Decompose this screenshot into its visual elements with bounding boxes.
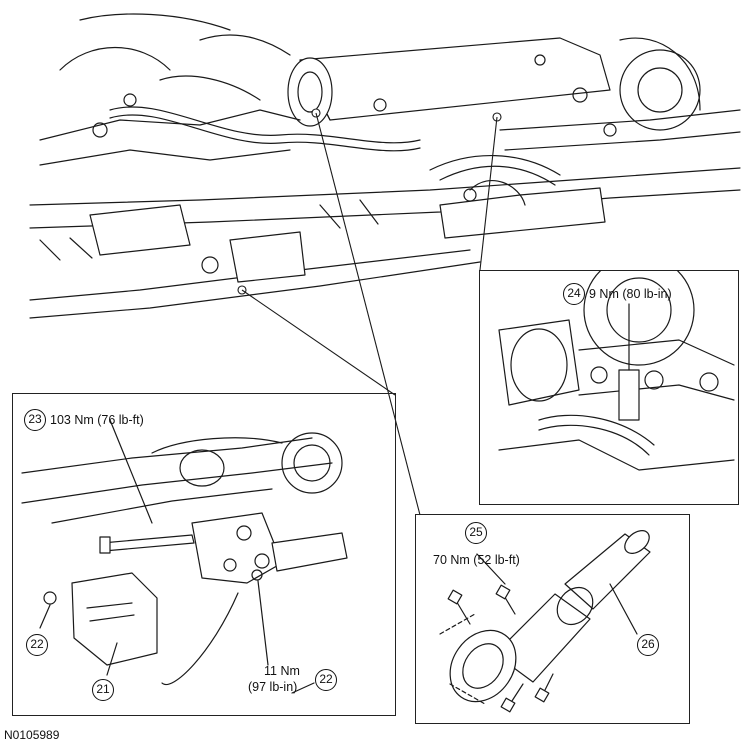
torque-spec-22-line2: (97 lb-in)	[248, 680, 298, 694]
callout-25: 25	[465, 522, 487, 544]
inset-converter-view	[415, 514, 690, 724]
torque-spec-24: 9 Nm (80 lb-in)	[589, 287, 672, 301]
torque-spec-25: 70 Nm (52 lb-ft)	[433, 553, 520, 567]
inset-bracket-drawing	[21, 419, 348, 694]
callout-26: 26	[637, 634, 659, 656]
callout-22-left: 22	[26, 634, 48, 656]
callout-22-right: 22	[315, 669, 337, 691]
callout-24: 24	[563, 283, 585, 305]
inset-bracket-view	[12, 393, 396, 716]
torque-spec-23: 103 Nm (76 lb-ft)	[50, 413, 144, 427]
callout-23: 23	[24, 409, 46, 431]
inset-flange-drawing	[498, 270, 735, 471]
torque-spec-22-line1: 11 Nm	[264, 664, 300, 678]
callout-21: 21	[92, 679, 114, 701]
figure-id: N0105989	[4, 728, 60, 742]
inset-converter-drawing	[439, 530, 651, 713]
inset-flange-view	[479, 270, 739, 505]
